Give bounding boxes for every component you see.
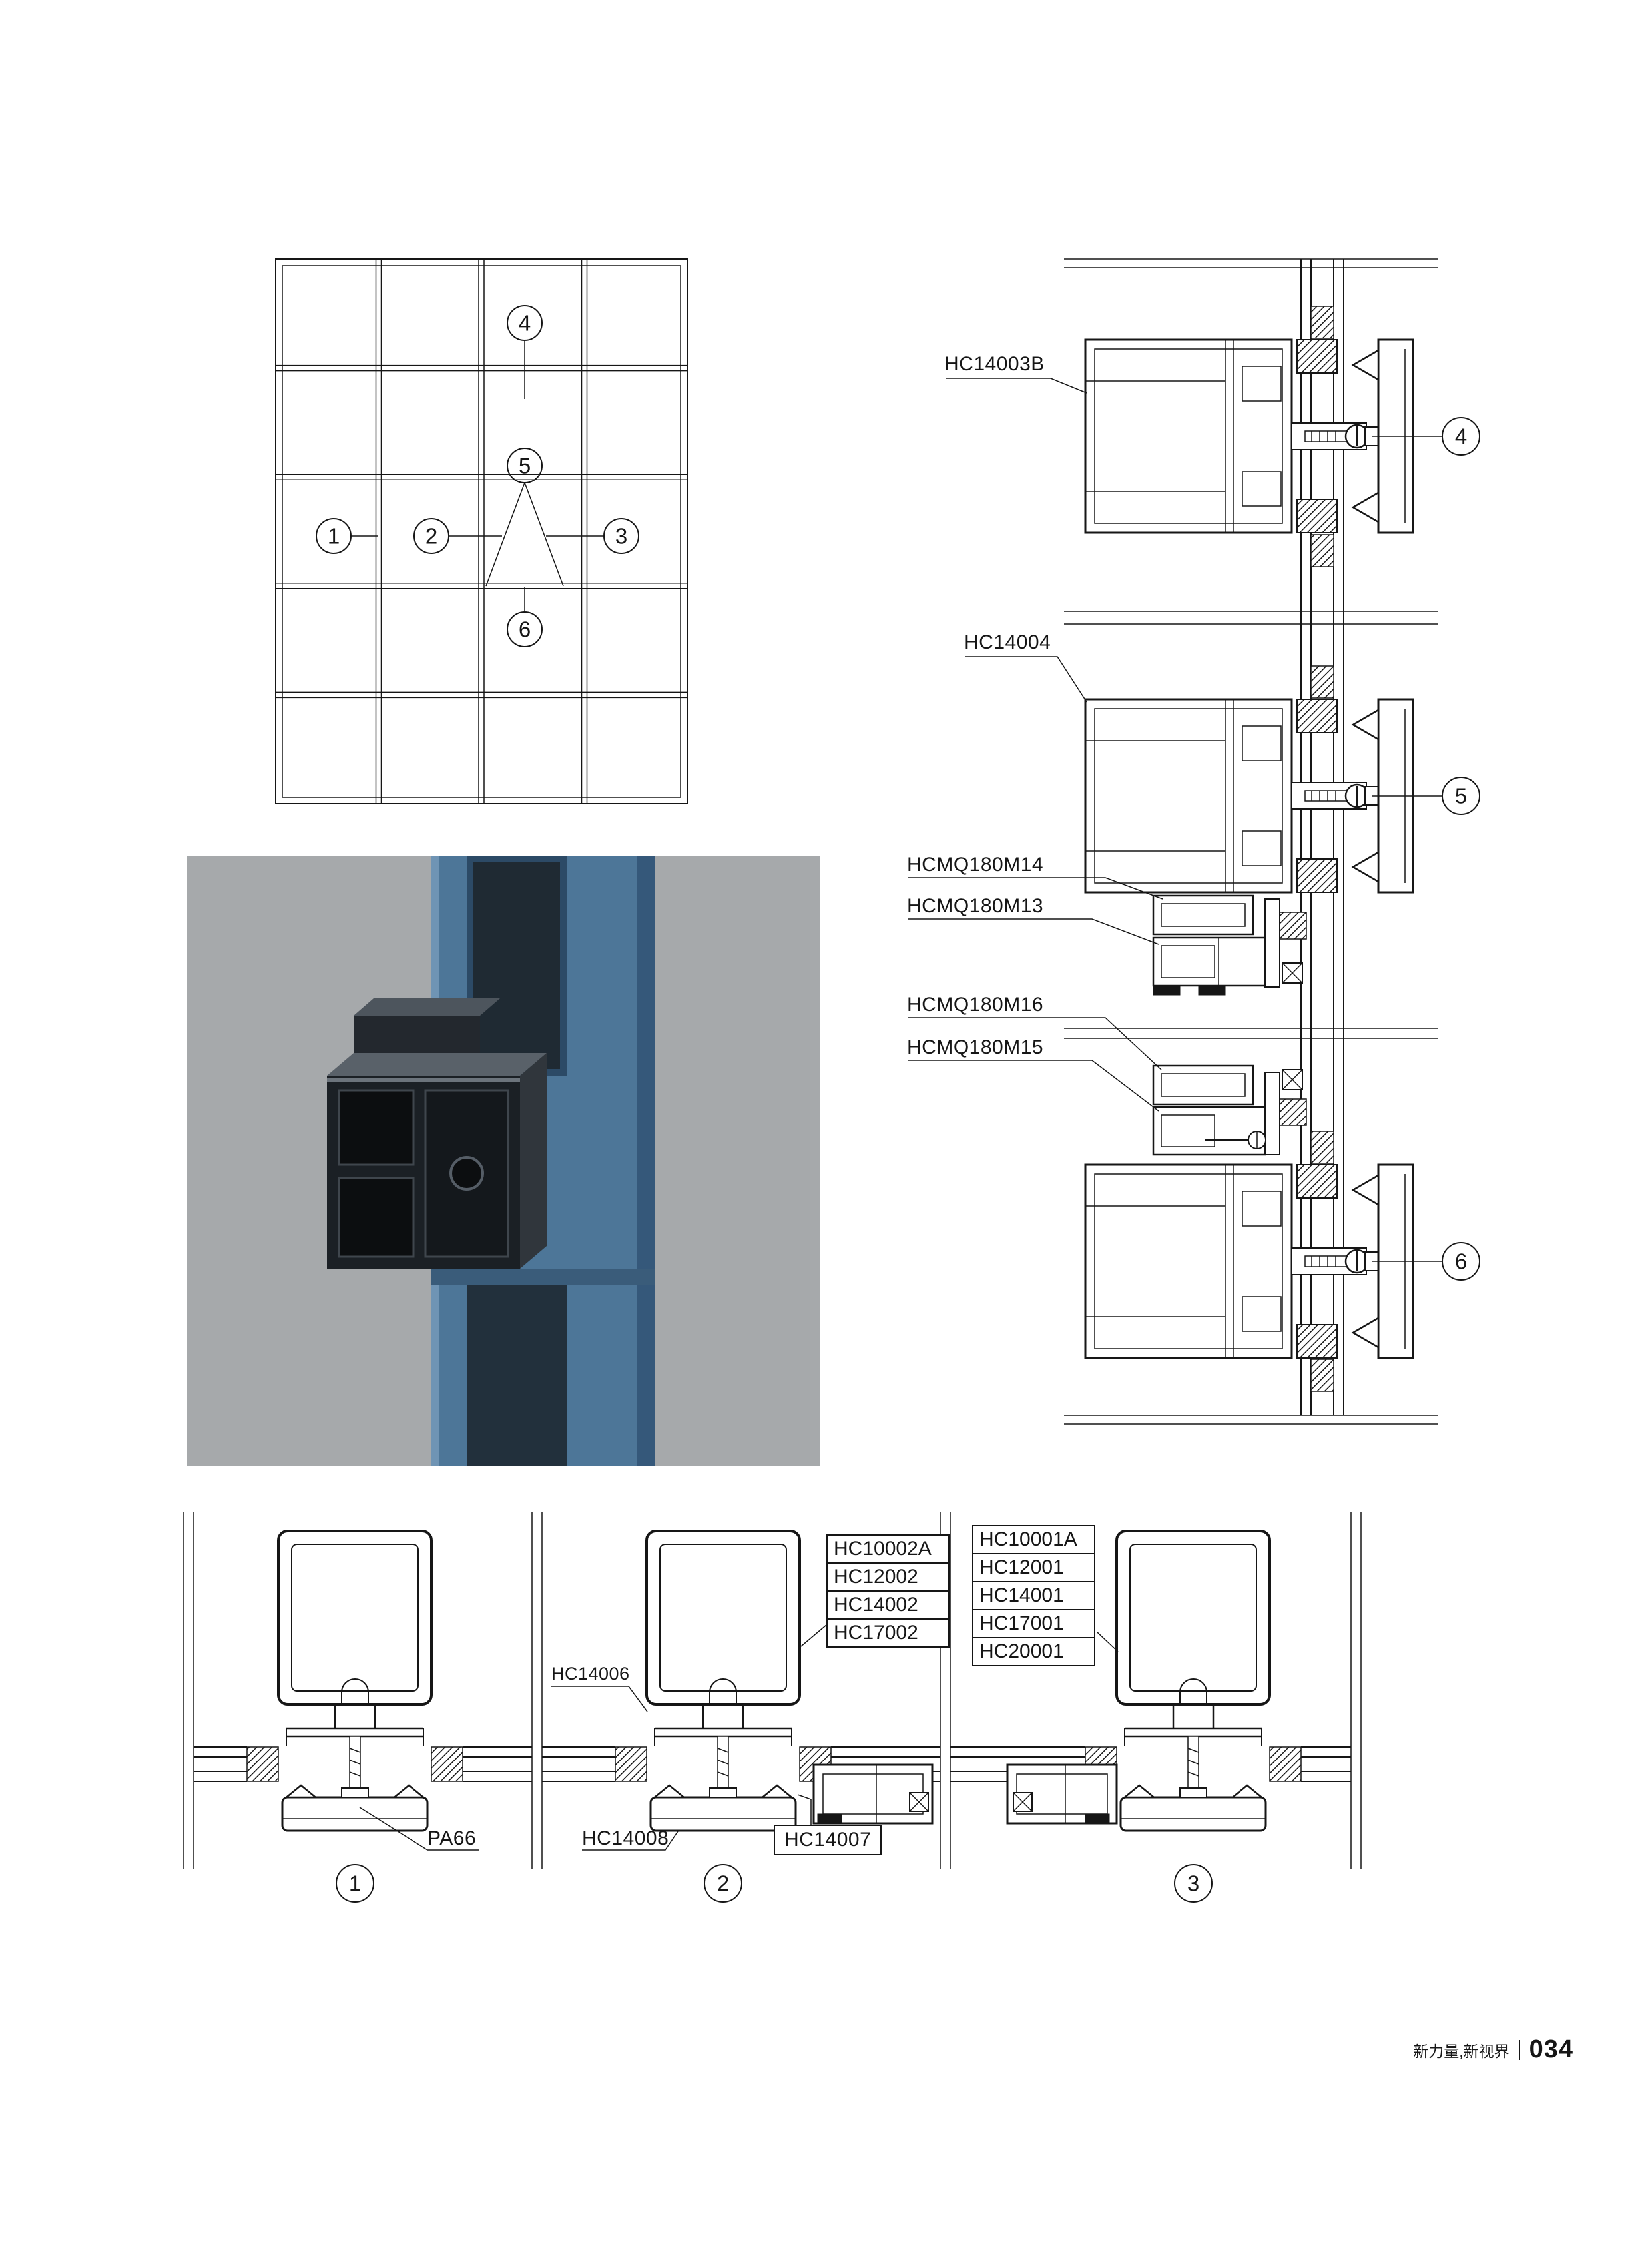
part-label-hc14006: HC14006	[551, 1664, 630, 1684]
horizontal-section-details: 1 2 3	[183, 1512, 1362, 1903]
render-glass-upper	[467, 856, 567, 1076]
callout-2-number: 2	[425, 524, 437, 549]
callout-5-badge: 5	[507, 448, 543, 483]
vertical-section-details: 4 5 6	[908, 258, 1480, 1425]
footer-page-number: 034	[1529, 2035, 1573, 2063]
page-footer: 新力量,新视界 034	[1413, 2035, 1573, 2064]
callout-2-number: 2	[717, 1871, 729, 1896]
callout-5-number: 5	[519, 454, 531, 478]
table-cell: HC14001	[972, 1581, 1095, 1610]
part-label-hcmq180m14: HCMQ180M14	[907, 854, 1044, 876]
render-glass-lower	[467, 1282, 567, 1466]
elevation-grid-diagram: 1 2 3 4 5 6	[275, 258, 688, 804]
render-extrusion	[327, 998, 547, 1269]
detail-5-transom-profile	[1084, 698, 1414, 894]
glass-spacer-blocks	[1310, 306, 1334, 1392]
table-cell: HC12002	[826, 1562, 950, 1592]
grid-mullions	[276, 259, 687, 804]
detail-3-mullion-profile	[1115, 1530, 1271, 1832]
callout-3-badge: 3	[603, 518, 639, 554]
detail-3-subframe	[1006, 1763, 1118, 1825]
callout-5-number: 5	[1455, 784, 1467, 808]
glass-lines	[194, 1746, 1351, 1782]
detail-4-transom-profile	[1084, 338, 1414, 534]
table-cell: HC12001	[972, 1553, 1095, 1582]
callout-2-badge: 2	[704, 1864, 742, 1903]
label-leader-lines	[359, 1624, 1119, 1851]
table-cell: HC17002	[826, 1618, 950, 1648]
detail-2-mullion-profile	[645, 1530, 801, 1832]
part-label-pa66: PA66	[427, 1827, 477, 1849]
gasket-blocks	[246, 1746, 1302, 1782]
detail-2-subframe	[812, 1763, 934, 1825]
detail-1-mullion-profile	[277, 1530, 433, 1832]
table-cell: HC20001	[972, 1637, 1095, 1666]
detail-6-transom-profile	[1084, 1163, 1414, 1359]
callout-3-badge: 3	[1174, 1864, 1213, 1903]
callout-6-badge: 6	[1442, 1242, 1480, 1281]
callout-4-badge: 4	[1442, 417, 1480, 456]
footer-brand-text: 新力量,新视界	[1413, 2042, 1510, 2060]
label-leader-lines	[908, 378, 1163, 1112]
profile-3d-render	[187, 856, 820, 1466]
callout-4-number: 4	[1455, 424, 1467, 449]
callout-6-number: 6	[1455, 1249, 1467, 1274]
grid-frame	[275, 258, 688, 804]
opening-direction-symbol	[485, 482, 564, 587]
footer-divider	[1518, 2039, 1520, 2060]
callout-2-badge: 2	[413, 518, 449, 554]
table-cell: HC14002	[826, 1590, 950, 1620]
detail-2-part-table: HC10002A HC12002 HC14002 HC17002	[826, 1534, 950, 1648]
part-label-hc14003b: HC14003B	[944, 353, 1045, 375]
callout-4-badge: 4	[507, 305, 543, 341]
table-cell: HC17001	[972, 1609, 1095, 1638]
part-label-hcmq180m13: HCMQ180M13	[907, 895, 1044, 917]
part-label-hc14007: HC14007	[774, 1825, 882, 1855]
detail-3-part-table: HC10001A HC12001 HC14001 HC17001 HC20001	[972, 1525, 1095, 1666]
callout-1-badge: 1	[336, 1864, 374, 1903]
subframe-assembly-lower	[1152, 1064, 1307, 1156]
callout-leader-lines	[351, 340, 604, 612]
callout-6-badge: 6	[507, 611, 543, 647]
part-label-hc14008: HC14008	[582, 1827, 669, 1849]
callout-1-number: 1	[328, 524, 340, 549]
callout-3-number: 3	[615, 524, 627, 549]
glass-lines	[1300, 259, 1344, 1415]
callout-4-number: 4	[519, 311, 531, 336]
callout-leaders	[1372, 436, 1442, 1262]
callout-5-badge: 5	[1442, 777, 1480, 815]
table-cell: HC10002A	[826, 1534, 950, 1564]
part-label-hcmq180m15: HCMQ180M15	[907, 1036, 1044, 1058]
callout-1-number: 1	[349, 1871, 361, 1896]
part-label-hc14004: HC14004	[964, 631, 1051, 653]
break-lines	[183, 1512, 1362, 1869]
break-lines	[1064, 258, 1438, 1425]
table-cell: HC10001A	[972, 1525, 1095, 1554]
callout-1-badge: 1	[316, 518, 352, 554]
part-label-hcmq180m16: HCMQ180M16	[907, 994, 1044, 1016]
callout-3-number: 3	[1187, 1871, 1199, 1896]
subframe-assembly-upper	[1152, 894, 1307, 996]
callout-6-number: 6	[519, 617, 531, 642]
